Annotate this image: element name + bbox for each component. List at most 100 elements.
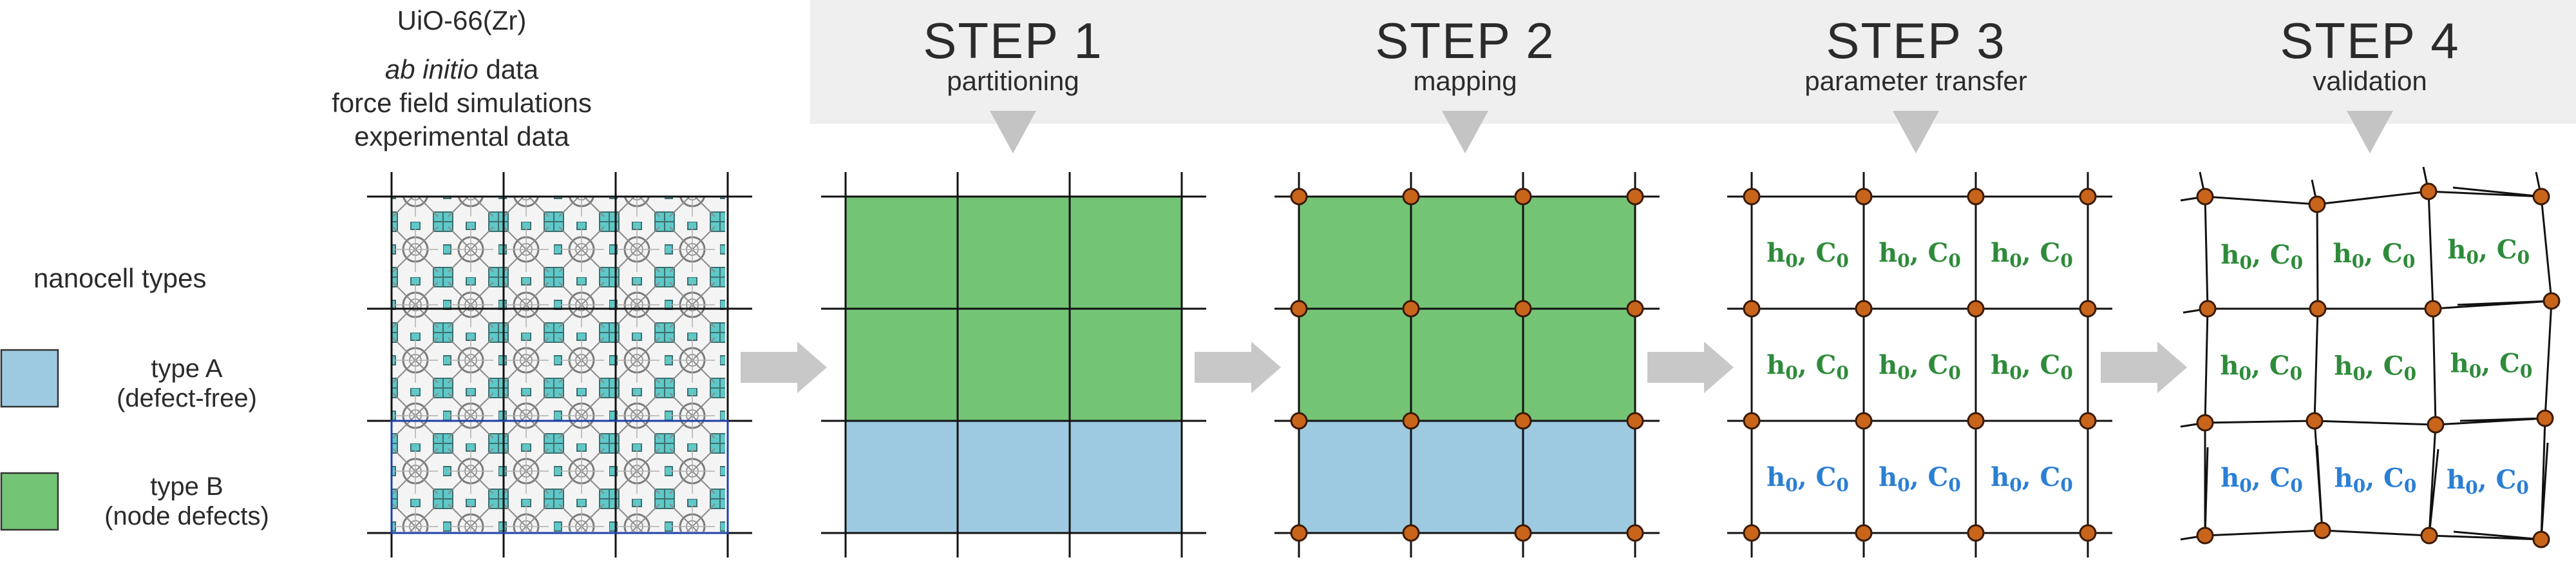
step-4-subtitle: validation — [2313, 66, 2427, 96]
grid-node — [2196, 414, 2214, 432]
grid-node — [1967, 300, 1985, 318]
grid-node — [1514, 412, 1532, 430]
grid-node — [2079, 412, 2097, 430]
cell-parameter-label: h0, C0 — [2450, 349, 2533, 382]
grid-node — [1514, 524, 1532, 542]
grid-node — [1402, 524, 1420, 542]
grid-node — [1626, 412, 1644, 430]
grid-line-distorted — [2180, 529, 2542, 541]
cell-parameter-label: h0, C0 — [1879, 238, 1961, 271]
grid-node — [1290, 412, 1308, 430]
cell-parameter-label: h0, C0 — [1991, 238, 2073, 271]
cell-parameter-label: h0, C0 — [1766, 238, 1849, 271]
grid-line-distorted — [2422, 166, 2439, 536]
flow-arrow-3 — [1647, 342, 1734, 393]
panel-structure — [367, 172, 752, 557]
type-a-region — [846, 421, 1182, 533]
type-b-desc: (node defects) — [104, 502, 269, 530]
grid-node — [1743, 188, 1761, 206]
grid-node — [1743, 524, 1761, 542]
type-b-label: type B — [150, 472, 223, 501]
grid-node — [2079, 300, 2097, 318]
source-line-2: force field simulations — [332, 88, 592, 118]
grid-line-distorted — [2535, 171, 2553, 540]
grid-node — [1855, 524, 1873, 542]
panel-step-3: h0, C0 h0, C0 h0, C0 h0, C0 h0, C0 h0, C0 h0, … — [1727, 172, 2112, 557]
grid-node — [1855, 188, 1873, 206]
grid-node — [2543, 292, 2561, 310]
step-2-title: STEP 2 — [1375, 12, 1555, 69]
cell-parameter-label: h0, C0 — [2447, 235, 2530, 268]
grid-node — [1743, 412, 1761, 430]
flow-arrows — [741, 342, 2187, 393]
step-1-subtitle: partitioning — [947, 66, 1079, 96]
step-3-title: STEP 3 — [1826, 12, 2005, 69]
grid-node — [2420, 182, 2438, 200]
grid-node — [1402, 412, 1420, 430]
grid-node — [2196, 188, 2214, 206]
grid-line-distorted — [2311, 179, 2324, 531]
cell-parameter-label: h0, C0 — [1991, 350, 2073, 383]
cell-parameter-label: h0, C0 — [2334, 351, 2416, 385]
grid-node — [2536, 409, 2554, 427]
grid-node — [2532, 188, 2550, 206]
panel-step-2 — [1274, 172, 1660, 557]
grid-line-distorted — [2199, 171, 2209, 536]
panel-step-1 — [821, 172, 1206, 557]
type-a-region — [1299, 421, 1635, 533]
cell-parameter-label: h0, C0 — [1991, 462, 2073, 496]
type-a-region-outline — [390, 420, 729, 534]
grid-node — [2424, 300, 2442, 318]
step-2-pointer — [1442, 111, 1488, 153]
type-b-swatch — [0, 472, 59, 531]
cell-parameter-label: h0, C0 — [2220, 351, 2302, 384]
panel-step-4: h0, C0 h0, C0 h0, C0 h0, C0 h0, C0 h0, C0 h0, … — [2180, 166, 2561, 548]
type-a-label: type A — [151, 354, 223, 383]
grid-node — [2420, 527, 2438, 545]
grid-node — [1743, 300, 1761, 318]
cell-parameter-label: h0, C0 — [2334, 463, 2417, 497]
grid-node — [1402, 300, 1420, 318]
source-line-1-italic: ab initio — [385, 54, 478, 84]
grid-node — [2308, 195, 2326, 213]
grid-node — [2313, 521, 2331, 539]
grid-node — [1290, 300, 1308, 318]
grid-node — [1290, 188, 1308, 206]
steps-banner — [810, 0, 2576, 124]
grid-node — [1967, 524, 1985, 542]
grid-node — [1626, 524, 1644, 542]
cell-parameter-label: h0, C0 — [2221, 463, 2303, 496]
cell-parameter-label: h0, C0 — [2447, 465, 2529, 498]
flow-arrow-1 — [741, 342, 827, 393]
source-title: UiO-66(Zr) — [397, 5, 527, 35]
type-a-desc: (defect-free) — [117, 384, 257, 412]
step-3-pointer — [1893, 111, 1939, 153]
source-header: UiO-66(Zr) ab initio data force field si… — [332, 5, 592, 151]
step-3-subtitle: parameter transfer — [1804, 66, 2027, 96]
grid-line-distorted — [2180, 186, 2542, 206]
grid-node — [2079, 188, 2097, 206]
grid-node — [2199, 300, 2217, 318]
flow-arrow-2 — [1195, 342, 1281, 393]
grid-node — [1855, 412, 1873, 430]
cell-parameter-label: h0, C0 — [1766, 350, 1849, 383]
cell-parameter-label: h0, C0 — [1879, 350, 1961, 383]
grid-node — [2309, 300, 2327, 318]
cell-parameter-label: h0, C0 — [2221, 240, 2303, 273]
grid-node — [2306, 412, 2324, 430]
grid-node — [1626, 188, 1644, 206]
step-4-pointer — [2347, 111, 2393, 153]
panel-structure-grid — [367, 172, 752, 557]
cell-parameter-label: h0, C0 — [1879, 462, 1961, 496]
grid-line-distorted — [2183, 300, 2552, 314]
mof-structure-image — [392, 197, 725, 532]
grid-node — [2427, 416, 2445, 434]
grid-node — [1626, 300, 1644, 318]
step-1-title: STEP 1 — [923, 12, 1103, 69]
grid-node — [1514, 300, 1532, 318]
step-4-title: STEP 4 — [2280, 12, 2459, 69]
source-line-1-rest: data — [478, 54, 539, 84]
source-line-3: experimental data — [354, 121, 570, 151]
